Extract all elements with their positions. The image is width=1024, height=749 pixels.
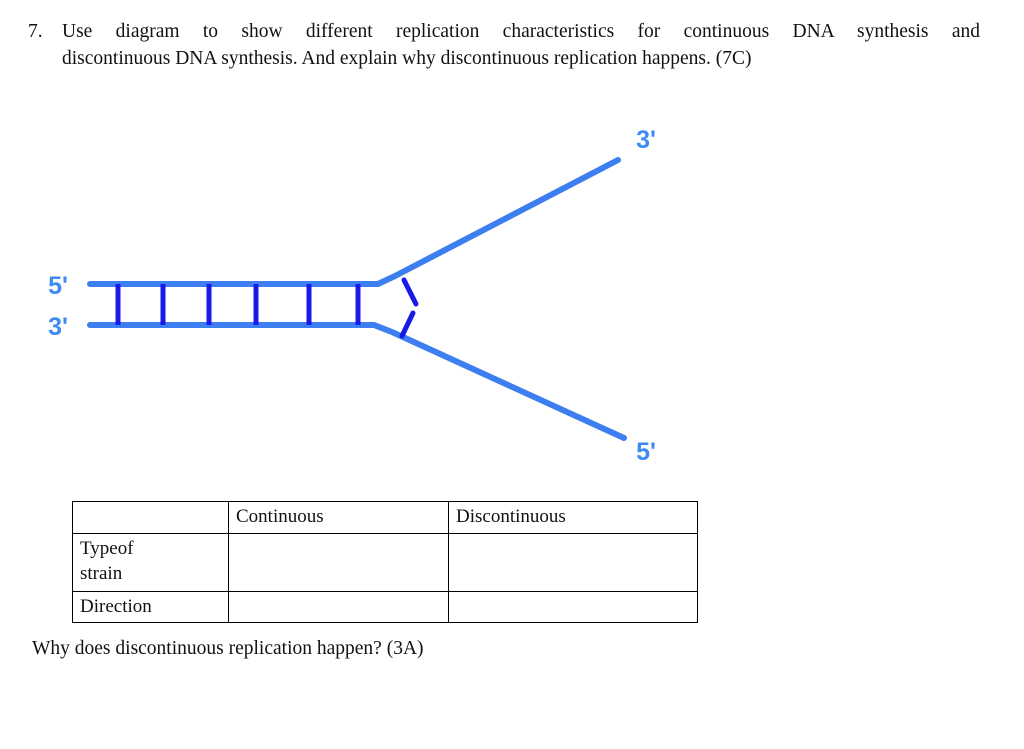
cell-direction-continuous[interactable] <box>228 591 449 623</box>
row-label-word-type: Type <box>80 538 118 559</box>
row-label-word-of: of <box>117 538 134 559</box>
table-header-row: Continuous Discontinuous <box>72 501 698 534</box>
question-first-row: 7. Use diagram to show different replica… <box>28 18 980 45</box>
table-row-type-of-strain: Typeof strain <box>72 533 698 592</box>
comparison-table: Continuous Discontinuous Typeof strain D… <box>72 501 698 623</box>
table-row-direction: Direction <box>72 591 698 623</box>
label-left-bottom: 3' <box>48 313 68 341</box>
parent-duplex-strands <box>87 157 627 441</box>
cell-type-discontinuous[interactable] <box>448 533 698 592</box>
question-second-row: discontinuous DNA synthesis. And explain… <box>28 45 980 72</box>
label-left-top: 5' <box>48 272 68 300</box>
cell-type-continuous[interactable] <box>228 533 449 592</box>
question-text-line-2: discontinuous DNA synthesis. And explain… <box>62 48 752 69</box>
upper-fork-tick-icon <box>401 277 419 307</box>
question-text-line-1: Use diagram to show different replicatio… <box>62 21 980 42</box>
cell-direction-discontinuous[interactable] <box>448 591 698 623</box>
footer-question-text: Why does discontinuous replication happe… <box>32 638 424 659</box>
table-header-cell-blank <box>72 501 229 534</box>
base-pair-rungs <box>115 284 361 325</box>
fork-junction-tick-marks <box>399 277 419 339</box>
row-label-line-2: strain <box>80 563 123 584</box>
table-header-cell-continuous: Continuous <box>228 501 449 534</box>
question-number: 7. <box>28 21 43 42</box>
row-label-type-of-strain: Typeof strain <box>72 533 229 592</box>
dna-fork-svg: 5' 3' 3' 5' <box>48 126 656 466</box>
lower-fork-tick-icon <box>399 310 416 339</box>
row-label-line-1: Typeof <box>80 536 222 561</box>
table-header-cell-discontinuous: Discontinuous <box>448 501 698 534</box>
label-right-bottom: 5' <box>636 438 656 466</box>
dna-replication-fork-diagram: 5' 3' 3' 5' <box>0 108 720 478</box>
row-label-direction: Direction <box>72 591 229 623</box>
top-template-strand <box>87 157 621 287</box>
bottom-template-strand <box>87 322 627 441</box>
question-block: 7. Use diagram to show different replica… <box>28 18 980 72</box>
label-right-top: 3' <box>636 126 656 154</box>
